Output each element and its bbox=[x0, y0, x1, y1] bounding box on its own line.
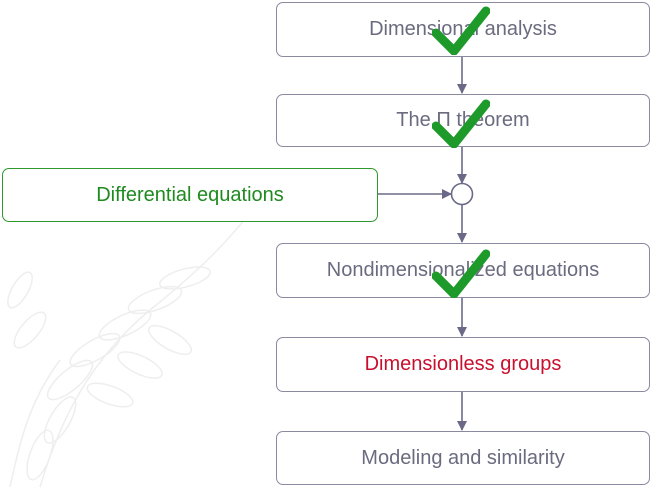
step-modeling-label: Modeling and similarity bbox=[361, 446, 565, 469]
laurel-watermark bbox=[7, 199, 261, 487]
check-icon bbox=[432, 249, 490, 298]
step-modeling-similarity: Modeling and similarity bbox=[276, 431, 650, 485]
check-icon bbox=[432, 6, 490, 55]
side-input-label: Differential equations bbox=[96, 183, 284, 206]
step-dimensionless-groups-label: Dimensionless groups bbox=[364, 353, 562, 375]
step-dimensional-analysis: Dimensional analysis bbox=[276, 2, 650, 57]
step-nondimensionalized-label: Nondimensionalized equations bbox=[326, 259, 600, 281]
junction-circle bbox=[450, 182, 474, 206]
side-input-differential-equations: Differential equations bbox=[2, 168, 378, 222]
step-dimensional-analysis-label: Dimensional analysis bbox=[369, 18, 557, 40]
step-dimensionless-groups: Dimensionless groups bbox=[276, 337, 650, 392]
check-icon bbox=[432, 99, 490, 148]
step-pi-theorem-label: The Π theorem bbox=[396, 109, 530, 131]
